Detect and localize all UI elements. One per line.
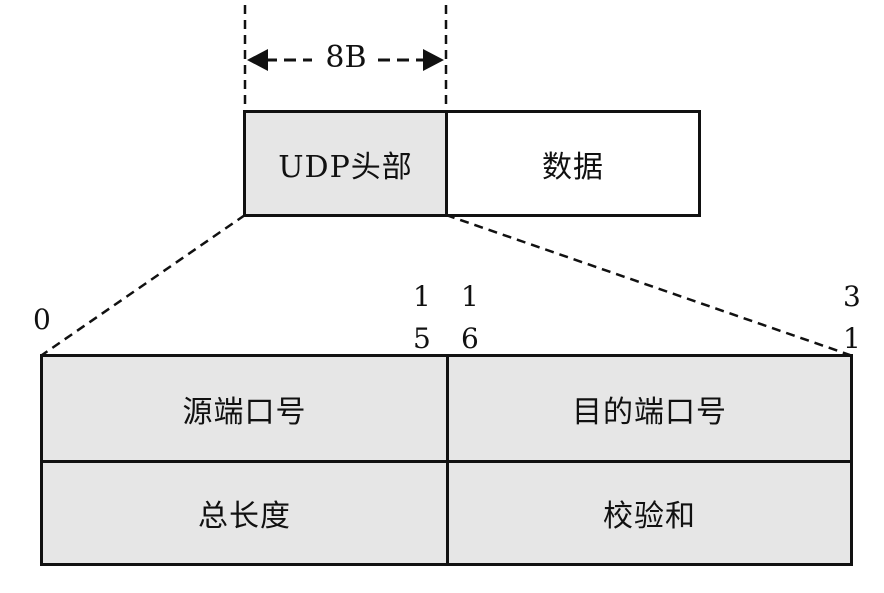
bit-0-label: 0 <box>33 303 51 336</box>
dst-port-label: 目的端口号 <box>572 394 727 430</box>
udp-header-label: UDP头部 <box>278 149 413 185</box>
dst-port-field: 目的端口号 <box>446 354 853 463</box>
bit-15-digit-1: 1 <box>413 280 431 313</box>
bit-15-digit-2: 5 <box>413 322 431 355</box>
src-port-field: 源端口号 <box>40 354 449 463</box>
length-field: 总长度 <box>40 460 449 566</box>
bit-16-digit-1: 1 <box>461 280 479 313</box>
checksum-label: 校验和 <box>603 499 696 534</box>
expand-line-left <box>41 213 246 357</box>
src-port-label: 源端口号 <box>182 394 307 430</box>
bit-31-digit-1: 3 <box>843 280 861 313</box>
checksum-field: 校验和 <box>446 460 853 566</box>
expand-line-right <box>445 213 851 357</box>
data-box: 数据 <box>445 110 701 217</box>
bit-31-digit-2: 1 <box>843 322 861 355</box>
bit-16-digit-2: 6 <box>461 322 479 355</box>
data-label: 数据 <box>542 149 604 185</box>
udp-header-box: UDP头部 <box>243 110 448 217</box>
size-arrow-left-head <box>247 49 268 71</box>
size-arrow-right-head <box>423 49 444 71</box>
length-label: 总长度 <box>198 499 291 534</box>
size-label: 8B <box>325 40 367 75</box>
